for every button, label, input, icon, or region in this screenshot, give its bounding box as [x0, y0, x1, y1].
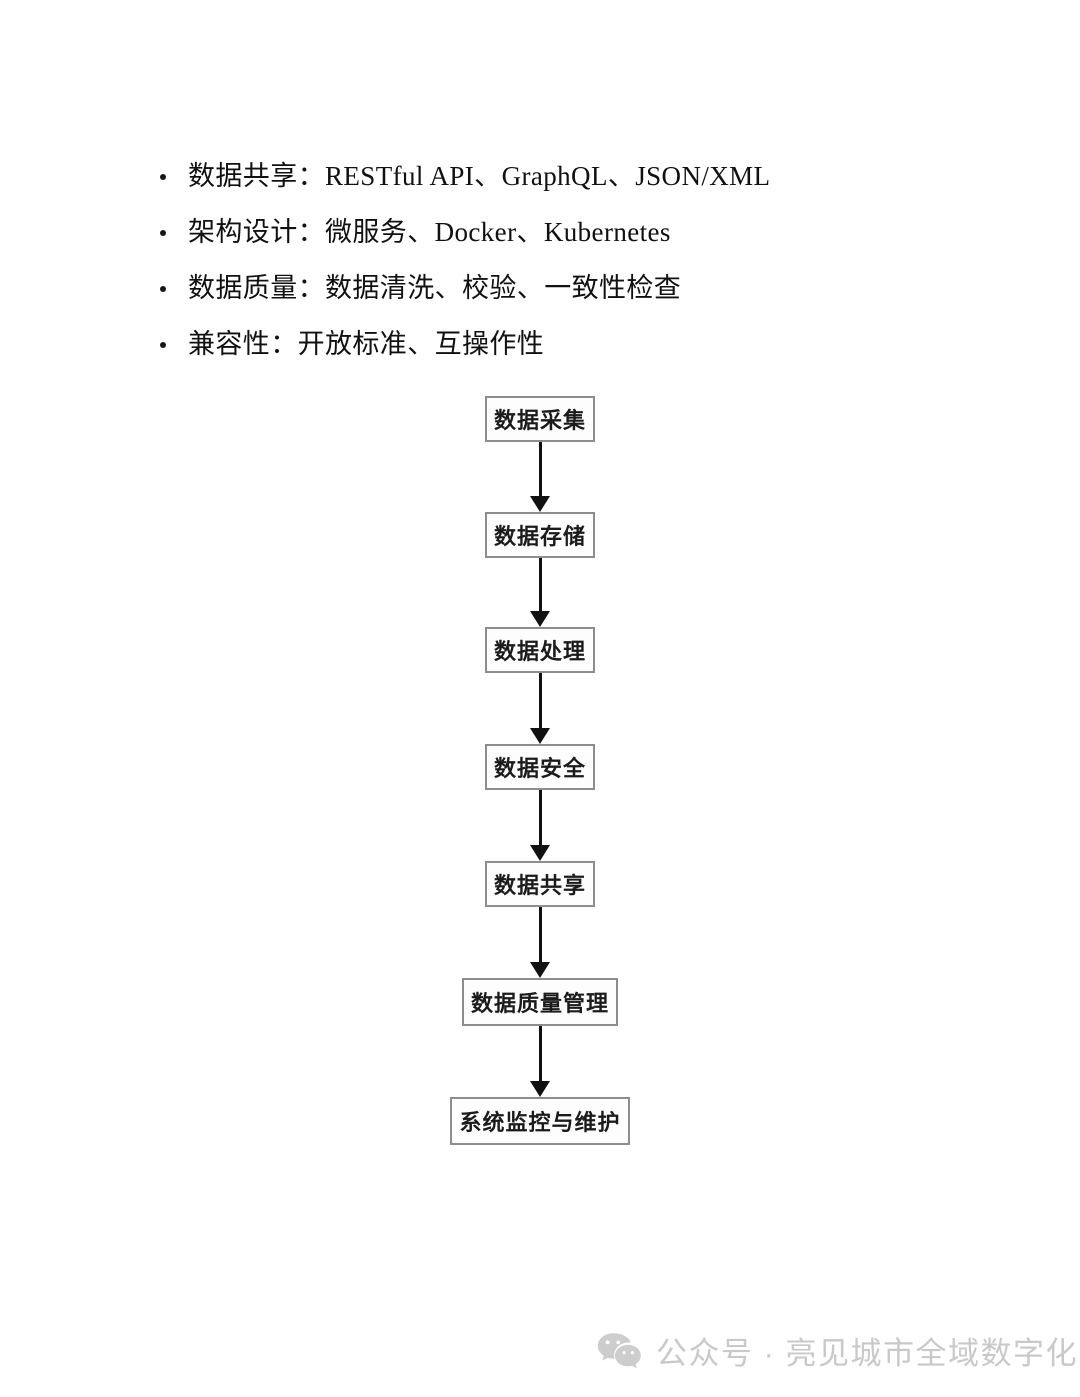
bullet-item-label: 架构设计：微服务、Docker、Kubernetes: [188, 217, 671, 247]
flow-node-system-monitoring-maintenance: 系统监控与维护: [450, 1097, 630, 1145]
arrow-stem: [538, 907, 542, 963]
flow-arrow-6: [530, 1026, 550, 1097]
footer-watermark: 公众号 · 亮见城市全域数字化: [596, 1328, 1078, 1373]
arrow-head-icon: [530, 962, 550, 978]
bullet-item-label: 数据共享：RESTful API、GraphQL、JSON/XML: [188, 161, 771, 191]
list-item: 兼容性：开放标准、互操作性: [150, 316, 950, 372]
flow-node-label: 数据处理: [493, 639, 586, 664]
wechat-icon: [597, 1332, 641, 1368]
flow-arrow-4: [530, 790, 550, 861]
arrow-stem: [538, 673, 542, 729]
flow-node-data-quality-management: 数据质量管理: [462, 978, 618, 1026]
flow-node-label: 数据存储: [493, 524, 586, 549]
flow-node-label: 系统监控与维护: [459, 1110, 621, 1135]
flow-node-label: 数据质量管理: [470, 991, 609, 1016]
flow-node-data-collection: 数据采集: [485, 396, 595, 442]
flow-node-data-sharing: 数据共享: [485, 861, 595, 907]
arrow-head-icon: [530, 1081, 550, 1097]
list-item: 数据共享：RESTful API、GraphQL、JSON/XML: [150, 148, 950, 204]
flow-node-label: 数据安全: [493, 756, 586, 781]
flow-node-label: 数据采集: [493, 408, 586, 433]
flow-node-label: 数据共享: [493, 873, 586, 898]
flow-node-data-processing: 数据处理: [485, 627, 595, 673]
bullet-item-label: 兼容性：开放标准、互操作性: [188, 329, 545, 359]
arrow-stem: [538, 442, 542, 497]
flow-node-data-storage: 数据存储: [485, 512, 595, 558]
flow-arrow-2: [530, 558, 550, 627]
flow-arrow-3: [530, 673, 550, 744]
flowchart-diagram: 数据采集 数据存储 数据处理 数据安全 数据共享 数据质量管理: [0, 396, 1080, 1145]
arrow-head-icon: [530, 496, 550, 512]
arrow-head-icon: [530, 728, 550, 744]
arrow-head-icon: [530, 845, 550, 861]
list-item: 数据质量：数据清洗、校验、一致性检查: [150, 260, 950, 316]
arrow-stem: [538, 790, 542, 846]
arrow-stem: [538, 558, 542, 612]
list-item: 架构设计：微服务、Docker、Kubernetes: [150, 204, 950, 260]
arrow-head-icon: [530, 611, 550, 627]
flow-arrow-5: [530, 907, 550, 978]
arrow-stem: [538, 1026, 542, 1082]
watermark-label: 公众号 · 亮见城市全域数字化: [656, 1336, 1079, 1371]
flow-arrow-1: [530, 442, 550, 512]
bullet-list: 数据共享：RESTful API、GraphQL、JSON/XML 架构设计：微…: [150, 148, 950, 372]
flow-node-data-security: 数据安全: [485, 744, 595, 790]
bullet-item-label: 数据质量：数据清洗、校验、一致性检查: [188, 273, 682, 303]
